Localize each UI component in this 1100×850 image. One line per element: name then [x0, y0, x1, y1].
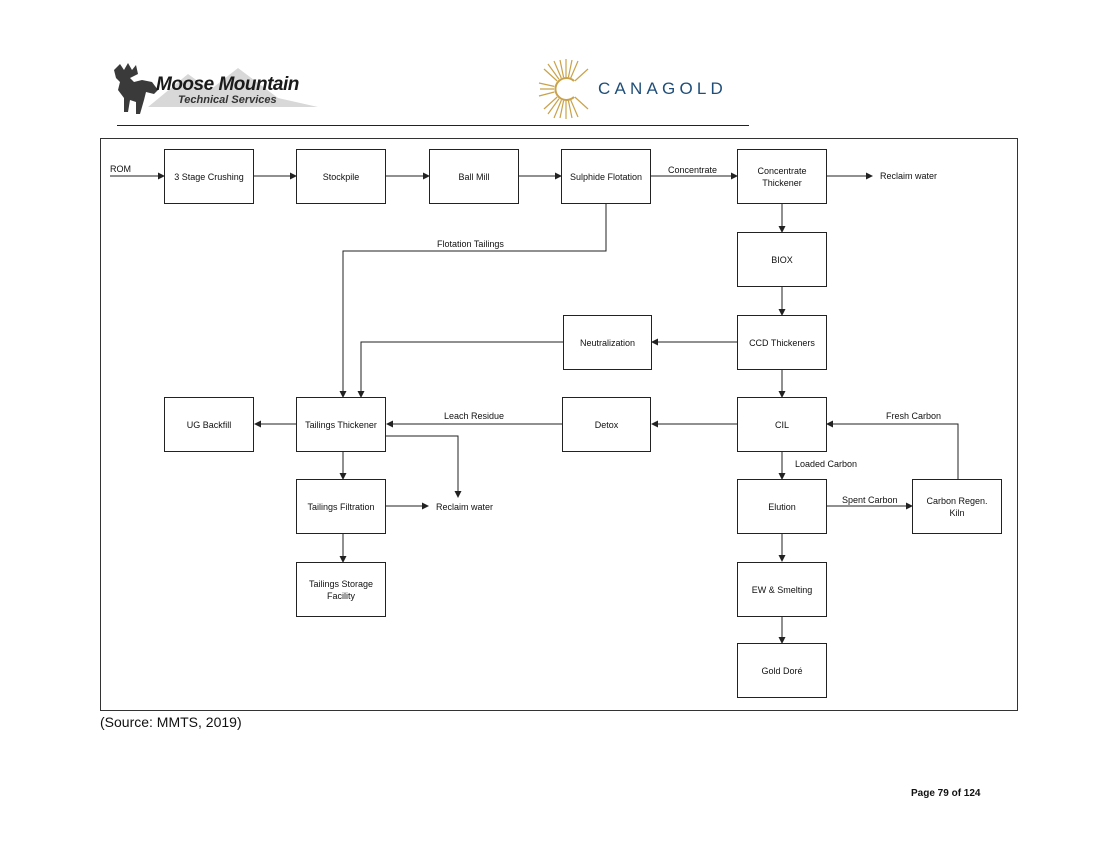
box-detox: Detox — [562, 397, 651, 452]
label-flotation-tailings: Flotation Tailings — [437, 239, 504, 249]
label-loaded-carbon: Loaded Carbon — [795, 459, 858, 469]
label-spent-carbon: Spent Carbon — [842, 495, 898, 505]
canagold-wordmark: CANAGOLD — [598, 79, 728, 98]
moose-mountain-logo: Moose Mountain Technical Services — [108, 60, 323, 120]
moose-logo-name: Moose Mountain — [156, 74, 299, 95]
box-ccd-thickeners: CCD Thickeners — [737, 315, 827, 370]
moose-icon — [114, 63, 158, 114]
canagold-logo: CANAGOLD — [538, 58, 748, 120]
box-ew-smelting: EW & Smelting — [737, 562, 827, 617]
box-neutralization: Neutralization — [563, 315, 652, 370]
box-stockpile: Stockpile — [296, 149, 386, 204]
box-cil: CIL — [737, 397, 827, 452]
label-concentrate: Concentrate — [668, 165, 718, 175]
mountain-silhouette — [148, 68, 318, 107]
box-ball-mill: Ball Mill — [429, 149, 519, 204]
box-tailings-thickener: Tailings Thickener — [296, 397, 386, 452]
label-reclaim-water-bottom: Reclaim water — [436, 502, 494, 512]
source-caption: (Source: MMTS, 2019) — [100, 714, 242, 730]
box-concentrate-thickener: Concentrate Thickener — [737, 149, 827, 204]
label-leach-residue: Leach Residue — [444, 411, 505, 421]
box-sulphide-flotation: Sulphide Flotation — [561, 149, 651, 204]
box-carbon-regen-kiln: Carbon Regen. Kiln — [912, 479, 1002, 534]
box-gold-dore: Gold Doré — [737, 643, 827, 698]
box-biox: BIOX — [737, 232, 827, 287]
sunburst-icon — [538, 59, 589, 119]
box-3-stage-crushing: 3 Stage Crushing — [164, 149, 254, 204]
header-divider — [117, 125, 749, 126]
flowsheet-frame — [100, 138, 1018, 711]
moose-logo-subtitle: Technical Services — [178, 94, 277, 106]
box-ug-backfill: UG Backfill — [164, 397, 254, 452]
box-tailings-filtration: Tailings Filtration — [296, 479, 386, 534]
box-elution: Elution — [737, 479, 827, 534]
box-tailings-storage-facility: Tailings Storage Facility — [296, 562, 386, 617]
page-number: Page 79 of 124 — [911, 788, 981, 799]
label-reclaim-water-top: Reclaim water — [880, 171, 938, 181]
label-fresh-carbon: Fresh Carbon — [886, 411, 942, 421]
label-rom: ROM — [110, 164, 131, 174]
